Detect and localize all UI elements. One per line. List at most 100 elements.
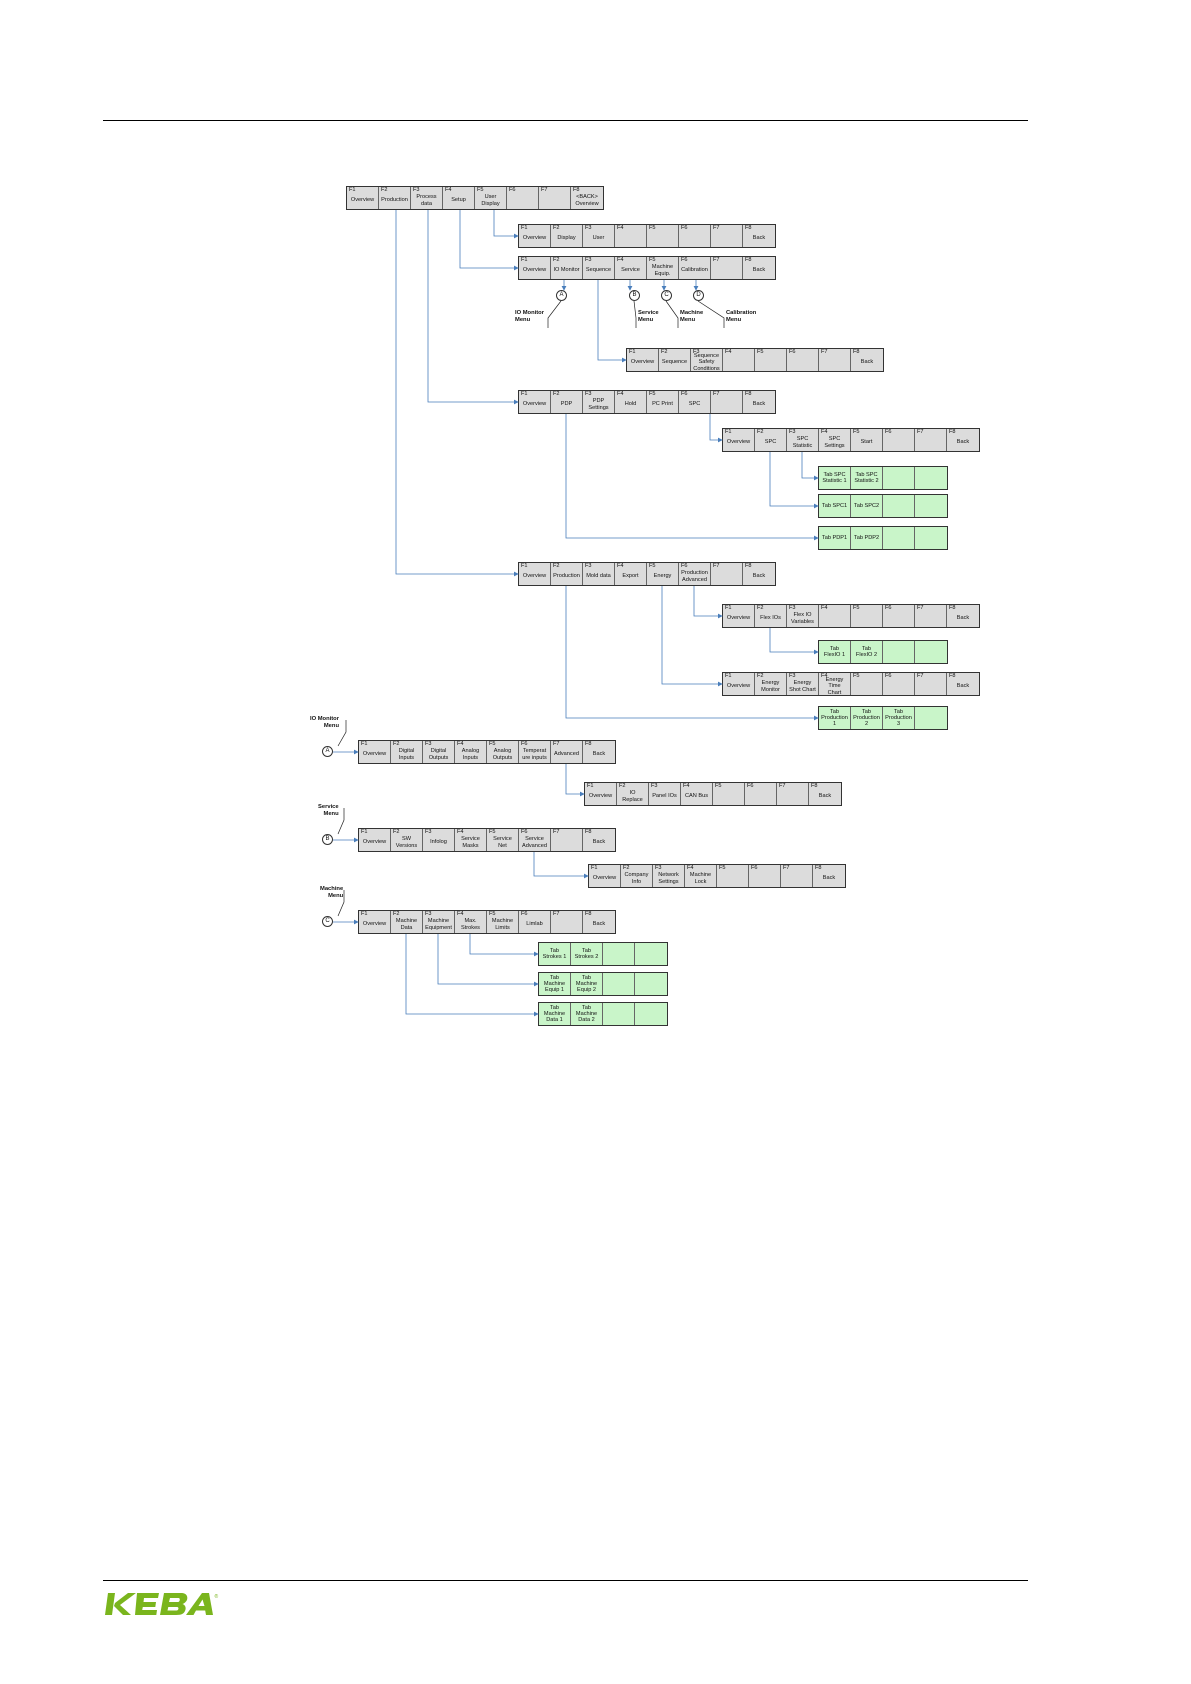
tab-cell [915,527,947,549]
softkey: F6 [883,605,915,627]
tab-cell: Tab Production 2 [851,707,883,729]
function-key-number: F7 [713,391,720,397]
softkey: F7 [915,429,947,451]
footer-rule [103,1580,1028,1581]
function-key-number: F5 [719,865,726,871]
function-key-number: F7 [783,865,790,871]
tab-cell [915,641,947,663]
softkey-label: Tab Machine Equip 1 [543,974,566,994]
function-key-number: F8 [573,187,580,193]
tab-cell [635,943,667,965]
softkey-label [884,641,913,663]
softkey-label [916,678,945,695]
softkey: F6 [507,187,539,209]
callout-label-service-menu: Service Menu [638,310,659,323]
softkey-label [712,396,741,413]
softkey-label [636,973,666,995]
softkey-label [852,610,881,627]
softkey-label: Analog Inputs [461,748,480,761]
function-key-number: F2 [553,391,560,397]
softkey-label [916,434,945,451]
function-key-number: F7 [541,187,548,193]
softkey-label [916,495,946,517]
function-key-number: F6 [521,741,528,747]
softkey-label: Export [622,573,639,580]
function-key-number: F6 [509,187,516,193]
softkey-label: Sequence [585,267,612,274]
softkey-label: Back [592,751,606,758]
function-key-number: F6 [885,605,892,611]
softkey-label: Process data [416,194,437,207]
tab-cell: Tab PDP2 [851,527,883,549]
softkey-label [916,527,946,549]
function-key-number: F8 [745,563,752,569]
section-circle-a: A [322,746,333,757]
softkey: F7 [551,911,583,933]
function-key-number: F8 [745,391,752,397]
function-key-number: F7 [713,563,720,569]
function-key-number: F4 [821,605,828,611]
softkey-label [884,495,913,517]
function-key-number: F1 [349,187,356,193]
function-key-number: F5 [715,783,722,789]
function-key-number: F6 [681,225,688,231]
softkey-label [714,788,743,805]
softkey-label [552,834,581,851]
softkey-label: Panel IOs [652,793,677,800]
function-key-number: F6 [681,563,688,569]
tab-cell [635,973,667,995]
function-key-number: F4 [445,187,452,193]
softkey-label [648,230,677,247]
softkey-label: Max. Strokes [461,918,480,931]
callout-circle-a: A [556,290,567,301]
softkey: F4 [819,605,851,627]
function-key-number: F4 [457,829,464,835]
function-key-number: F5 [489,829,496,835]
softkey-label: <BACK> Overview [575,194,599,207]
softkey-label [636,1003,666,1025]
softkey-label: Back [956,439,970,446]
function-key-number: F7 [917,605,924,611]
softkey-label: Tab Machine Data 1 [543,1004,566,1024]
function-key-number: F5 [649,225,656,231]
softkey: F5 [647,225,679,247]
softkey: F7 [777,783,809,805]
softkey-label: PC Print [652,401,673,408]
softkey: F6 [679,225,711,247]
softkey-label: Service Net [493,836,512,849]
function-key-number: F3 [585,563,592,569]
softkey-label: Tab Production 2 [853,708,880,728]
softkey-label: Machine Equip. [651,264,674,277]
softkey-label: Energy [653,573,672,580]
function-key-number: F2 [619,783,626,789]
